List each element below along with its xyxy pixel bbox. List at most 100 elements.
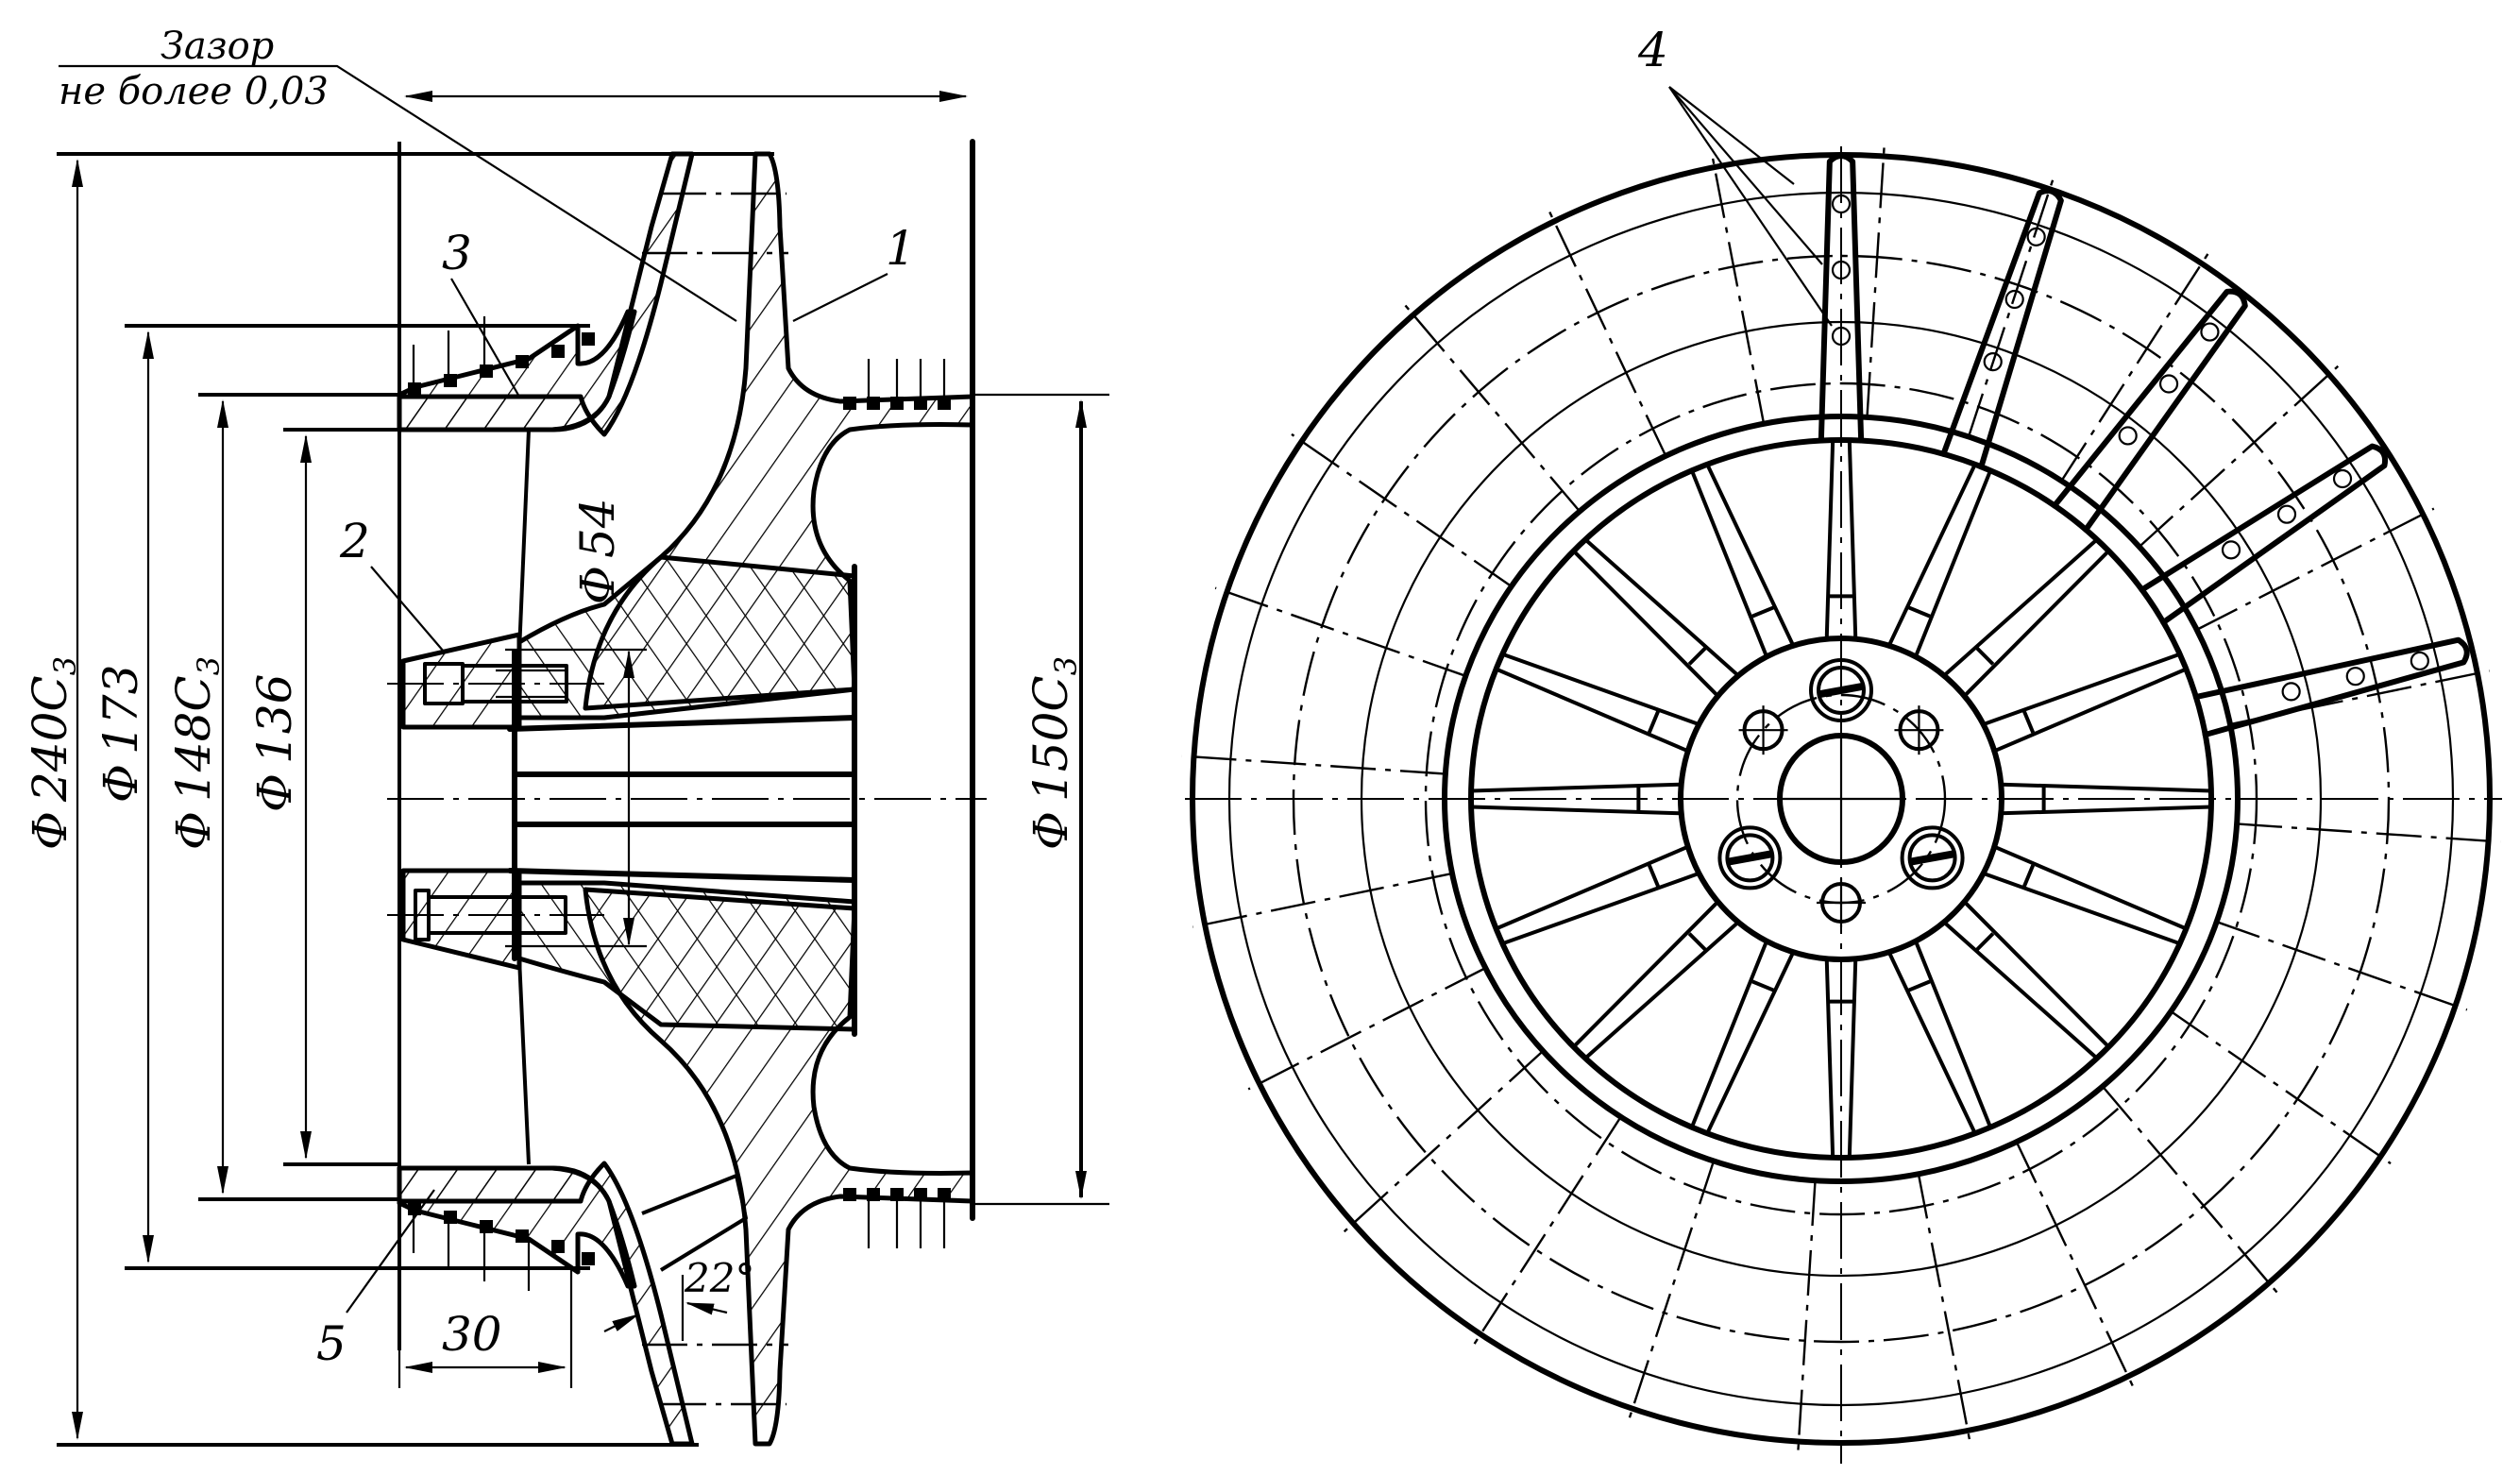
blade-root	[2021, 864, 2036, 889]
rivet-hole	[2276, 504, 2297, 524]
angle-arrow-left	[603, 1314, 640, 1332]
blade-inlet-edge-top	[517, 429, 531, 653]
dim-text-d173: Φ173	[93, 665, 148, 803]
blade-edge	[1583, 537, 1740, 677]
blade-edge	[1886, 463, 1977, 647]
leader-2	[370, 566, 445, 653]
radial-line	[1866, 144, 1886, 417]
blade-edge	[1993, 844, 2188, 931]
blade-root	[1647, 864, 1661, 889]
radial-line	[1711, 155, 1766, 425]
rivet-hole	[2221, 540, 2241, 560]
back-disc-bottom	[583, 887, 975, 1447]
radial-line	[2138, 365, 2340, 548]
radial-line	[2015, 1141, 2135, 1388]
blade-root	[2021, 709, 2036, 734]
blade-edge	[1705, 463, 1796, 647]
angle-arrow-right	[685, 1301, 728, 1315]
bolt-head	[1725, 833, 1775, 883]
blade-root	[1751, 979, 1776, 993]
bolt-washer	[1809, 658, 1873, 722]
dim-text-d54: Φ54	[570, 498, 625, 604]
blade-edge	[1495, 667, 1689, 754]
extended-blade	[2051, 288, 2248, 533]
radial-line	[2196, 507, 2435, 631]
blade-root	[1647, 709, 1661, 734]
blade-root	[1974, 932, 1995, 953]
shroud-outer-edge	[1442, 414, 2241, 1184]
blade-edge	[1824, 958, 1835, 1158]
blade-edge	[1471, 805, 1682, 816]
radial-line	[1247, 967, 1486, 1091]
leader-4b	[1668, 86, 1823, 265]
blade-edge	[1914, 940, 1992, 1128]
blade-root	[1906, 604, 1931, 619]
callout-label-2: 2	[339, 514, 370, 568]
callout-label-1: 1	[886, 221, 916, 276]
blade-edge	[2001, 805, 2211, 816]
radial-line	[1473, 1116, 1622, 1346]
blade-edge	[1471, 782, 1682, 793]
hub-top	[516, 554, 857, 721]
section-view: Зазор не более 0,03 1 2 3 5 Φ240C3 Φ173 …	[23, 25, 1109, 1447]
dim-text-d240: Φ240C3	[23, 656, 83, 850]
bolt-upper	[387, 662, 604, 705]
pin-holes	[1738, 705, 1944, 927]
rivet-hole	[2200, 322, 2220, 342]
blade-edge	[1690, 469, 1768, 658]
bore-line-upper	[507, 715, 857, 732]
radial-construction-lines	[1181, 144, 2501, 1454]
radial-line	[2216, 921, 2468, 1011]
extended-blade	[2139, 443, 2388, 626]
labyrinth-teeth-bottom-right	[843, 1188, 951, 1248]
bore-line-lower	[507, 868, 857, 883]
radial-line	[1548, 210, 1667, 457]
extended-blade	[1818, 153, 1865, 444]
bolt-lower	[387, 889, 604, 941]
bolt-slot	[1819, 683, 1863, 698]
blade-outline-lower	[641, 1174, 748, 1272]
rivet-hole	[2158, 374, 2179, 394]
dim-text-d136: Φ136	[247, 674, 302, 812]
blade-edge	[1914, 469, 1992, 658]
callout-label-5: 5	[316, 1316, 347, 1371]
blade-edge	[1847, 440, 1858, 639]
inlet-ring-top	[397, 309, 637, 432]
blade-edge	[1705, 951, 1796, 1135]
blade-edge	[1982, 872, 2181, 946]
rivet-hole	[2118, 426, 2138, 446]
hub-disc	[1678, 636, 2004, 962]
radial-line	[2237, 822, 2501, 843]
radial-line	[1181, 754, 1446, 775]
rivet-hole	[2004, 289, 2024, 310]
bolts	[1717, 658, 1965, 890]
blade-edge	[1572, 900, 1719, 1048]
dim-text-22deg: 22°	[684, 1255, 754, 1301]
nut-plate-bottom	[400, 868, 522, 971]
rivet-hole	[2410, 651, 2429, 671]
blade-edge	[1501, 652, 1700, 726]
rivet-hole	[1831, 194, 1852, 214]
bolt-washer	[1900, 825, 1965, 890]
radial-line	[1917, 1173, 1971, 1443]
reference-circle-3	[1360, 320, 2323, 1278]
bolt-slot	[1910, 850, 1954, 866]
radial-line	[1967, 177, 2055, 437]
rivet-hole	[1831, 326, 1852, 347]
blades	[1471, 153, 2470, 1158]
reference-circle-4	[1424, 381, 2258, 1216]
blade-edge	[1690, 940, 1768, 1128]
blade-root	[1751, 604, 1776, 619]
dim-text-d150: Φ150C3	[1023, 656, 1084, 850]
blade-inlet-edge-bottom	[517, 958, 531, 1165]
rivet-hole	[2345, 667, 2365, 687]
labyrinth-teeth-top-left	[408, 316, 595, 396]
leader-4c	[1668, 86, 1833, 327]
rivet-hole	[1831, 260, 1852, 280]
dim-text-30: 30	[442, 1307, 502, 1362]
blade-edge	[1495, 844, 1689, 931]
radial-line	[2170, 1010, 2392, 1165]
blade-edge	[1942, 921, 2099, 1060]
gap-note-line2: не более 0,03	[59, 70, 329, 113]
